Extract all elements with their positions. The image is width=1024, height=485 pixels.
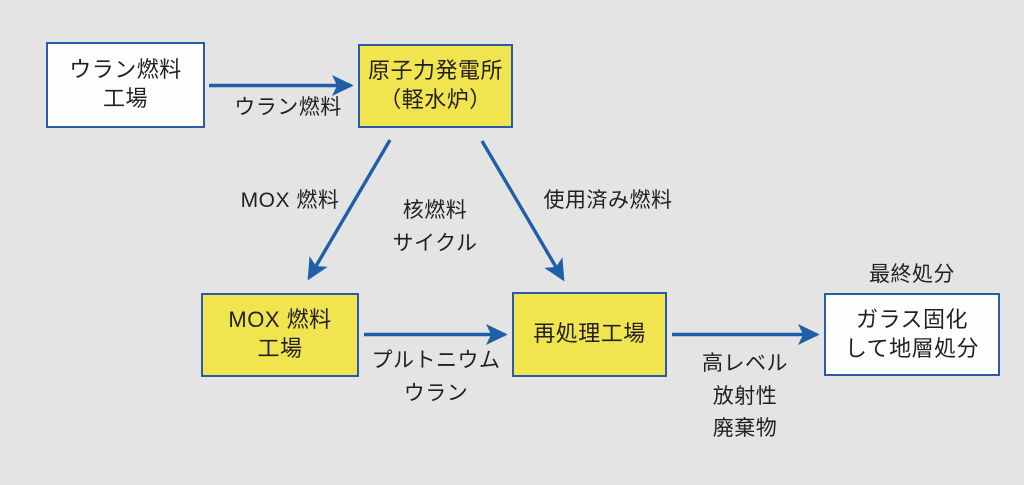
node-label-line: 再処理工場 bbox=[533, 321, 646, 347]
node-reprocessing-plant: 再処理工場 bbox=[512, 292, 667, 377]
caption-final-disposal: 最終処分 bbox=[869, 263, 955, 286]
node-nuclear-power-plant: 原子力発電所 （軽水炉） bbox=[358, 44, 513, 128]
edge-label-line: ウラン燃料 bbox=[234, 96, 342, 119]
node-final-disposal: ガラス固化 して地層処分 bbox=[824, 293, 1000, 376]
edge-label-high-level-waste: 高レベル 放射性 廃棄物 bbox=[682, 348, 808, 446]
edge-label-mox-fuel: MOX 燃料 bbox=[228, 185, 352, 218]
node-label-line: 工場 bbox=[102, 86, 148, 111]
node-label-line: 工場 bbox=[257, 336, 303, 361]
edge-label-line: ウラン bbox=[403, 381, 469, 405]
edge-label-line: 核燃料 bbox=[402, 199, 468, 222]
edge-label-line: 廃棄物 bbox=[712, 417, 778, 441]
edge-label-fuel-cycle: 核燃料 サイクル bbox=[372, 195, 498, 260]
edge-label-uranium-fuel: ウラン燃料 bbox=[215, 92, 361, 125]
edge-label-spent-fuel: 使用済み燃料 bbox=[532, 185, 684, 218]
node-label-line: （軽水炉） bbox=[379, 87, 492, 112]
node-label-line: ウラン燃料 bbox=[69, 57, 182, 83]
edge-label-line: プルトニウム bbox=[371, 349, 501, 372]
node-label-line: 原子力発電所 bbox=[367, 58, 503, 84]
node-mox-fuel-plant: MOX 燃料 工場 bbox=[201, 293, 359, 377]
edge-label-line: サイクル bbox=[392, 231, 478, 255]
edge-label-line: 使用済み燃料 bbox=[543, 189, 673, 212]
edge-label-line: 高レベル bbox=[702, 352, 788, 375]
node-uranium-fuel-plant: ウラン燃料 工場 bbox=[46, 42, 205, 128]
edge-label-line: MOX 燃料 bbox=[240, 189, 340, 212]
edge-label-line: 放射性 bbox=[712, 384, 778, 408]
edge-label-plutonium-uranium: プルトニウム ウラン bbox=[360, 345, 512, 410]
node-label-line: ガラス固化 bbox=[855, 306, 969, 332]
node-label-line: MOX 燃料 bbox=[228, 307, 332, 333]
node-label-line: して地層処分 bbox=[844, 335, 980, 361]
